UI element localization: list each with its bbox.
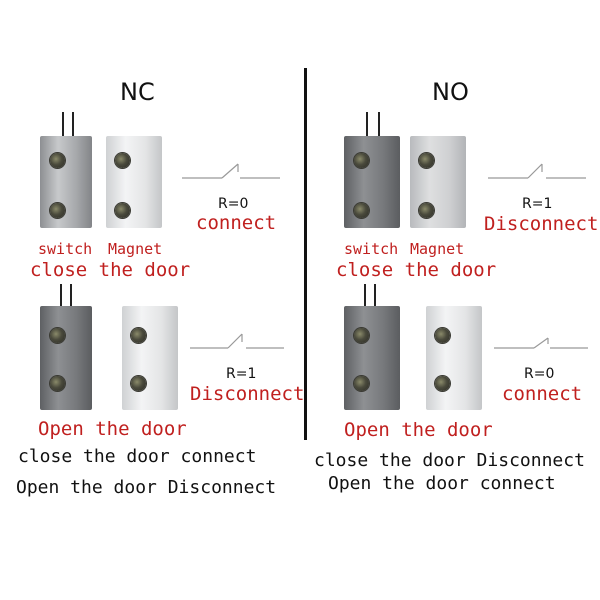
screw-icon — [354, 203, 369, 218]
no-open-caption: Open the door — [344, 419, 493, 441]
no-open-r: R=0 — [524, 366, 555, 382]
screw-icon — [50, 376, 65, 391]
wire — [72, 112, 74, 138]
magnet-label: Magnet — [410, 240, 465, 258]
wire — [374, 284, 376, 310]
nc-closed-r: R=0 — [218, 196, 249, 212]
wire — [60, 284, 62, 310]
open-switch-symbol — [190, 333, 284, 349]
screw-icon — [354, 153, 369, 168]
screw-icon — [354, 328, 369, 343]
nc-summary-line-1: close the door connect — [18, 446, 257, 467]
center-divider — [304, 68, 307, 440]
magnet-sensor — [122, 306, 178, 410]
switch-sensor — [344, 136, 400, 228]
magnet-sensor — [426, 306, 482, 410]
screw-icon — [419, 153, 434, 168]
no-summary-line-1: close the door Disconnect — [314, 450, 585, 471]
screw-icon — [354, 376, 369, 391]
magnet-label: Magnet — [108, 240, 163, 258]
screw-icon — [435, 328, 450, 343]
no-closed-r: R=1 — [522, 196, 553, 212]
no-closed-state: Disconnect — [484, 213, 599, 235]
wire — [70, 284, 72, 310]
switch-sensor — [40, 136, 92, 228]
screw-icon — [50, 328, 65, 343]
closed-switch-symbol — [182, 163, 280, 179]
screw-icon — [419, 203, 434, 218]
no-closed-caption: close the door — [336, 259, 497, 281]
switch-sensor — [40, 306, 92, 410]
switch-label: switch — [344, 240, 399, 258]
nc-heading: NC — [120, 78, 155, 106]
wire — [364, 284, 366, 310]
screw-icon — [131, 376, 146, 391]
switch-label: switch — [38, 240, 93, 258]
magnet-sensor — [106, 136, 162, 228]
nc-open-caption: Open the door — [38, 418, 187, 440]
screw-icon — [435, 376, 450, 391]
nc-closed-caption: close the door — [30, 259, 191, 281]
no-summary-line-2: Open the door connect — [328, 473, 556, 494]
switch-sensor — [344, 306, 400, 410]
screw-icon — [50, 153, 65, 168]
nc-open-state: Disconnect — [190, 383, 305, 405]
wire — [366, 112, 368, 138]
screw-icon — [115, 203, 130, 218]
no-open-state: connect — [502, 383, 583, 405]
nc-closed-state: connect — [196, 212, 277, 234]
screw-icon — [131, 328, 146, 343]
wire — [378, 112, 380, 138]
open-switch-symbol — [488, 163, 586, 179]
closed-switch-symbol — [494, 337, 588, 349]
wire — [62, 112, 64, 138]
nc-open-r: R=1 — [226, 366, 257, 382]
no-heading: NO — [432, 78, 469, 106]
screw-icon — [50, 203, 65, 218]
screw-icon — [115, 153, 130, 168]
magnet-sensor — [410, 136, 466, 228]
nc-summary-line-2: Open the door Disconnect — [16, 477, 277, 498]
